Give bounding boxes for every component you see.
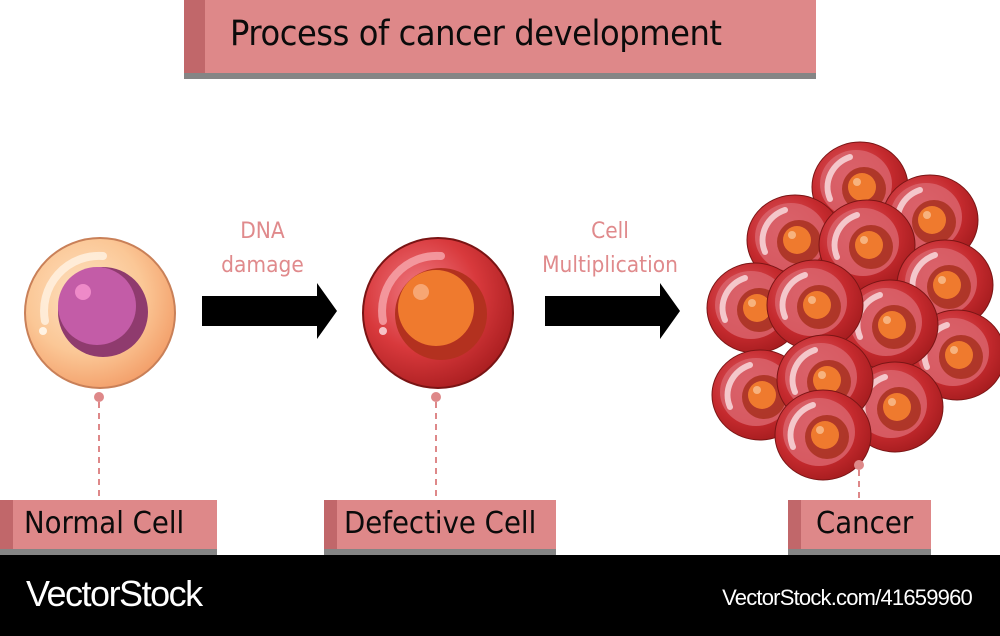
arrow-right-icon (545, 283, 680, 339)
stage-name: Normal Cell (24, 506, 185, 541)
stage-label-normal-cell: Normal Cell (0, 500, 217, 555)
arrow-right-icon (202, 283, 337, 339)
title-banner: Process of cancer development (184, 0, 816, 79)
footer-watermark-bar: VectorStock VectorStock.com/41659960 (0, 555, 1000, 636)
page-title: Process of cancer development (230, 14, 722, 54)
stage-label-accent (0, 500, 13, 549)
title-accent-bar (184, 0, 205, 73)
stage-label-defective-cell: Defective Cell (324, 500, 556, 555)
stage-label-cancer: Cancer (788, 500, 931, 555)
defective-cell-connector (431, 392, 441, 502)
stage-label-accent (788, 500, 801, 549)
image-reference: VectorStock.com/41659960 (722, 585, 973, 610)
normal-cell-icon (24, 237, 176, 389)
cancer-cluster-icon (705, 145, 1000, 475)
normal-cell-connector (94, 392, 104, 502)
step-label-line: Multiplication (542, 253, 678, 278)
cancer-connector (854, 460, 864, 502)
step-label-cell-multiplication: Cell Multiplication (536, 215, 683, 283)
stage-name: Defective Cell (344, 506, 537, 541)
step-label-line: Cell (591, 219, 629, 244)
step-label-line: damage (221, 253, 304, 278)
step-label-dna-damage: DNA damage (210, 215, 316, 283)
stage-name: Cancer (816, 506, 914, 541)
stage-label-accent (324, 500, 337, 549)
defective-cell-icon (362, 237, 514, 389)
step-label-line: DNA (240, 219, 285, 244)
brand-logo: VectorStock (26, 573, 203, 614)
